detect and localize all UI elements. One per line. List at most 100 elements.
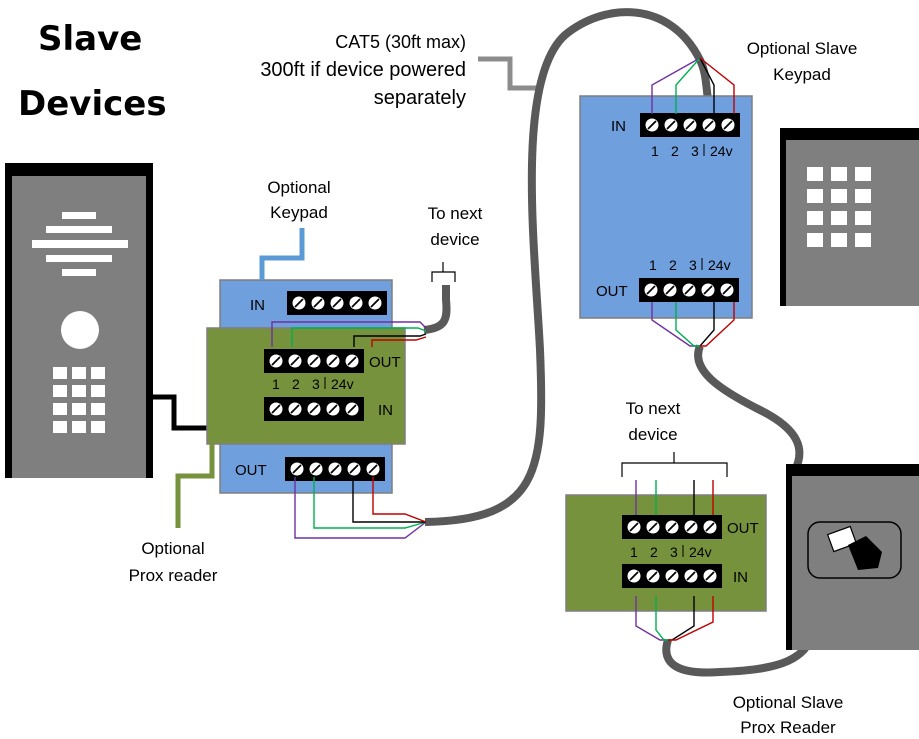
- cat5-cable-keypad-to-prox: [694, 344, 804, 472]
- to-next-device-top-line2: device: [430, 230, 479, 249]
- terminal-screw-slot: [647, 120, 657, 130]
- next-device-bracket-bottom: [621, 452, 728, 477]
- slave-keypad-out-terminal-block: [639, 278, 739, 302]
- optional-prox-reader-line1: Optional: [141, 539, 204, 558]
- keypad-lead: [259, 228, 305, 280]
- skp-out-terminal-2-label: 2: [669, 257, 677, 273]
- prox-reader-lead: [175, 444, 215, 528]
- slave-keypad-icon: [807, 167, 871, 247]
- next-device-bracket-top: [431, 262, 456, 282]
- terminal-screw-slot: [290, 356, 300, 366]
- slave-prox-controller: OUT 1 2 3 24v IN: [565, 494, 767, 612]
- terminal-screw-slot: [290, 404, 300, 414]
- slave-prox-in-label: IN: [733, 569, 748, 586]
- terminal-screw-slot: [328, 356, 338, 366]
- optional-prox-reader-line2: Prox reader: [129, 566, 218, 585]
- green-terminal-2-label: 2: [292, 376, 300, 392]
- slave-keypad-in-terminal-block: [640, 113, 740, 137]
- terminal-screw-slot: [646, 285, 656, 295]
- terminal-screw-slot: [648, 571, 658, 581]
- slave-prox-board: [565, 494, 767, 612]
- terminal-screw-slot: [667, 522, 677, 532]
- controller-in-label: IN: [250, 297, 265, 314]
- slave-keypad-device: [780, 128, 919, 306]
- spx-terminal-2-label: 2: [650, 544, 658, 560]
- green-terminal-4-label: 24v: [331, 376, 354, 392]
- optional-slave-prox-reader-line1: Optional Slave: [733, 693, 844, 712]
- cable-note: CAT5 (30ft max) 300ft if device powered …: [260, 32, 542, 109]
- terminal-screw-slot: [351, 298, 361, 308]
- terminal-screw-slot: [368, 464, 378, 474]
- speaker-grille-icon: [32, 212, 128, 276]
- cat5-cable-main: [424, 8, 712, 526]
- slave-keypad-in-label: IN: [611, 118, 626, 135]
- terminal-screw-slot: [705, 522, 715, 532]
- green-terminal-3-label: 3: [312, 376, 320, 392]
- label-optional-slave-prox-reader: Optional Slave Prox Reader: [733, 693, 844, 737]
- terminal-screw-slot: [347, 404, 357, 414]
- optional-keypad-line1: Optional: [267, 178, 330, 197]
- terminal-screw-slot: [667, 571, 677, 581]
- wires-to-next-device: [271, 321, 427, 347]
- intercom-connector-lead: [152, 394, 212, 431]
- terminal-screw-slot: [703, 285, 713, 295]
- optional-slave-keypad-line2: Keypad: [773, 65, 831, 84]
- terminal-screw-slot: [309, 404, 319, 414]
- terminal-screw-slot: [705, 571, 715, 581]
- spx-terminal-3-label: 3: [670, 544, 678, 560]
- terminal-screw-slot: [686, 522, 696, 532]
- terminal-screw-slot: [271, 404, 281, 414]
- wires-slave-prox-out: [635, 480, 714, 515]
- slave-prox-in-terminal-block: [622, 564, 722, 588]
- terminal-screw-slot: [629, 571, 639, 581]
- slave-keypad-out-label: OUT: [596, 283, 628, 300]
- green-in-terminal-block: [264, 397, 364, 421]
- intercom-keypad-icon: [53, 367, 105, 433]
- optional-keypad-line2: Keypad: [270, 203, 328, 222]
- wires-slave-prox-in: [635, 596, 714, 641]
- controller-out-label: OUT: [235, 462, 267, 479]
- spx-terminal-1-label: 1: [630, 544, 638, 560]
- wires-controller-out: [294, 477, 427, 539]
- label-to-next-device-bottom: To next device: [626, 399, 681, 444]
- cable-note-line1: CAT5 (30ft max): [335, 32, 466, 52]
- terminal-screw-slot: [311, 464, 321, 474]
- terminal-screw-slot: [347, 356, 357, 366]
- terminal-screw-slot: [686, 571, 696, 581]
- terminal-screw-slot: [665, 285, 675, 295]
- skp-in-terminal-3-label: 3: [691, 143, 699, 159]
- terminal-screw-slot: [666, 120, 676, 130]
- green-out-label: OUT: [369, 354, 401, 371]
- terminal-screw-slot: [370, 298, 380, 308]
- terminal-screw-slot: [271, 356, 281, 366]
- terminal-screw-slot: [328, 404, 338, 414]
- terminal-screw-slot: [313, 298, 323, 308]
- terminal-screw-slot: [648, 522, 658, 532]
- terminal-screw-slot: [349, 464, 359, 474]
- title-line2: Devices: [18, 84, 167, 124]
- wires-slave-keypad-out: [651, 302, 735, 347]
- skp-out-terminal-4-label: 24v: [708, 257, 731, 273]
- to-next-device-bottom-line1: To next: [626, 399, 681, 418]
- card-tap-icon: [826, 525, 882, 570]
- label-optional-keypad: Optional Keypad: [267, 178, 330, 222]
- green-terminal-1-label: 1: [272, 376, 280, 392]
- spx-terminal-4-label: 24v: [689, 544, 712, 560]
- slave-keypad-face: [786, 140, 919, 306]
- title-line1: Slave: [38, 19, 142, 59]
- skp-out-terminal-1-label: 1: [649, 257, 657, 273]
- main-controller: IN OUT 1 2 3 24v IN OUT: [175, 228, 406, 528]
- controller-in-terminal-block: [287, 291, 387, 315]
- terminal-screw-slot: [723, 120, 733, 130]
- optional-slave-prox-reader-line2: Prox Reader: [740, 718, 836, 737]
- controller-out-terminal-block: [285, 457, 385, 481]
- green-board: [206, 327, 406, 445]
- skp-out-terminal-3-label: 3: [689, 257, 697, 273]
- prox-reader-pad: [807, 521, 902, 579]
- skp-in-terminal-1-label: 1: [651, 143, 659, 159]
- skp-in-terminal-4-label: 24v: [710, 143, 733, 159]
- slave-prox-reader-device: [786, 464, 919, 650]
- intercom-station: [5, 163, 212, 478]
